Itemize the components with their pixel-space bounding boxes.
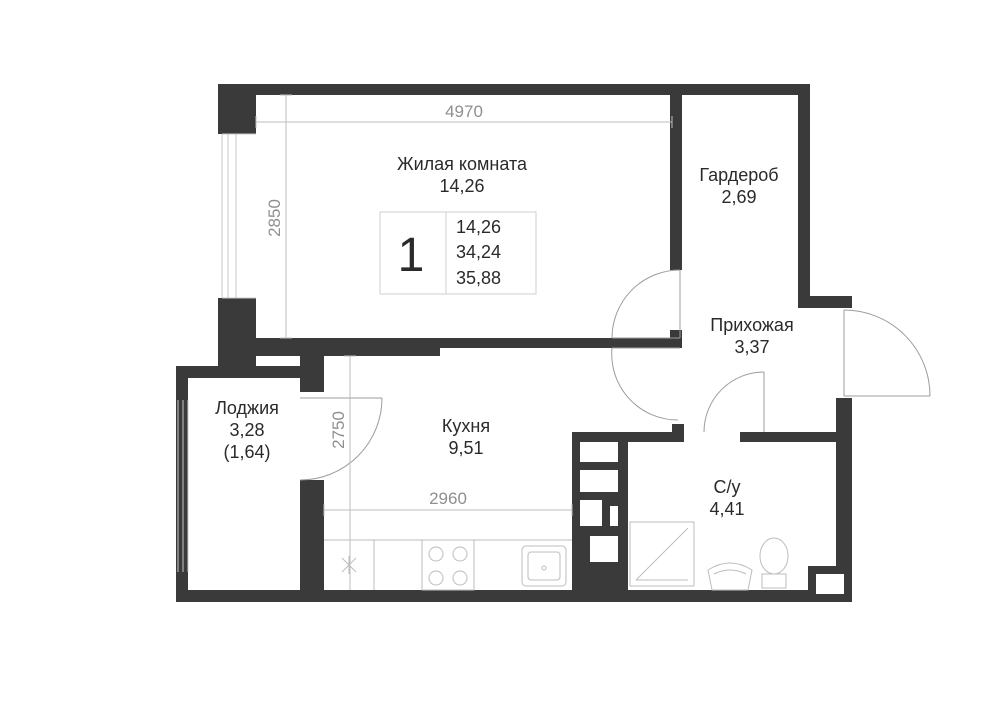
- wall-right-step: [798, 296, 852, 308]
- toilet-icon: [759, 537, 789, 589]
- dim-living-width: 4970: [445, 102, 483, 121]
- dim-kitchen-depth: 2750: [329, 411, 348, 449]
- wall-bottom: [176, 590, 852, 602]
- shower-icon: [629, 521, 695, 587]
- summary-living-area: 14,26: [456, 217, 501, 237]
- windows: [177, 133, 256, 572]
- summary-box: 1 14,26 34,24 35,88: [379, 211, 537, 295]
- room-loggia-area: 3,28: [229, 420, 264, 440]
- door-hall: [611, 347, 680, 421]
- kitchen-sink-icon: [521, 545, 567, 587]
- wall-living-kitchen: [218, 338, 440, 356]
- room-hall-area: 3,37: [734, 337, 769, 357]
- wall-left-top: [218, 84, 230, 134]
- door-bathroom: [703, 371, 765, 433]
- summary-total-with-loggia: 35,88: [456, 268, 501, 288]
- room-loggia-area-reduced: (1,64): [223, 442, 270, 462]
- door-entrance: [843, 309, 931, 397]
- wall-wardrobe-left: [670, 95, 682, 270]
- dim-living-depth: 2850: [265, 199, 284, 237]
- room-wardrobe-name: Гардероб: [699, 165, 778, 185]
- room-bathroom-name: С/у: [714, 477, 741, 497]
- window-loggia: [177, 400, 189, 572]
- fridge-icon: [341, 556, 357, 574]
- window-living: [221, 133, 256, 299]
- room-living-area: 14,26: [439, 176, 484, 196]
- wall-loggia-top: [176, 366, 300, 378]
- doors: [299, 269, 931, 481]
- room-kitchen-area: 9,51: [448, 438, 483, 458]
- wall-left-jamb: [230, 84, 256, 134]
- wall-right-upper: [798, 84, 810, 306]
- door-living: [611, 269, 681, 339]
- wall-left-bottom: [218, 298, 256, 368]
- wall-top: [218, 84, 810, 95]
- summary-rooms-count: 1: [398, 229, 425, 282]
- wall-bath-jamb: [672, 424, 684, 442]
- stove-icon: [421, 539, 475, 591]
- wall-kitchen-pillar-bottom: [300, 480, 324, 600]
- shaft-cells: [580, 442, 844, 594]
- room-living-name: Жилая комната: [397, 154, 528, 174]
- room-labels: Жилая комната 14,26 Гардероб 2,69 Прихож…: [215, 154, 794, 519]
- wall-hall-jamb: [670, 330, 682, 348]
- washbasin-icon: [707, 562, 753, 591]
- summary-total-area: 34,24: [456, 242, 501, 262]
- wall-living-hall: [440, 338, 680, 348]
- fixtures: [324, 521, 789, 591]
- room-hall-name: Прихожая: [710, 315, 793, 335]
- door-loggia: [299, 397, 383, 481]
- wall-loggia-left: [176, 366, 188, 602]
- room-loggia-name: Лоджия: [215, 398, 279, 418]
- dimension-lines: [255, 94, 673, 590]
- room-wardrobe-area: 2,69: [721, 187, 756, 207]
- wall-kitchen-pillar-top: [300, 356, 324, 392]
- wall-bath-top-right: [740, 432, 836, 442]
- dim-kitchen-width: 2960: [429, 489, 467, 508]
- room-kitchen-name: Кухня: [442, 416, 490, 436]
- room-bathroom-area: 4,41: [709, 499, 744, 519]
- wall-right-lower: [836, 398, 852, 602]
